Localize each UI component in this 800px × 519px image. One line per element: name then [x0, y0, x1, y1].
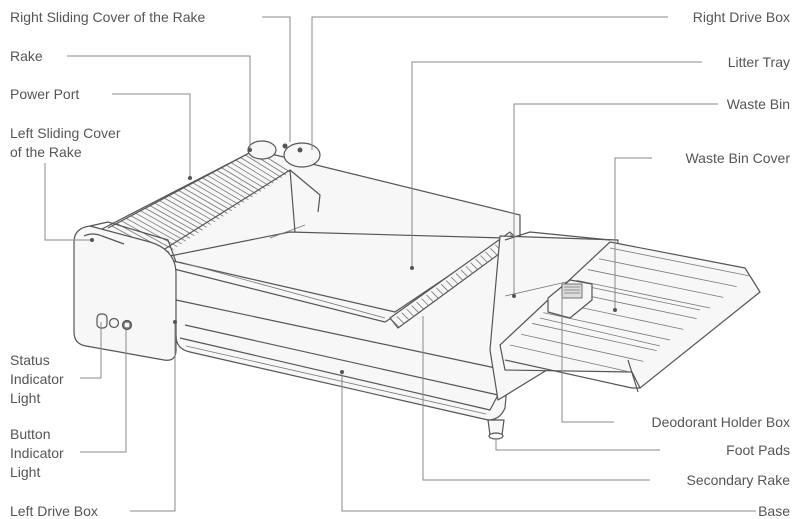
label-button-line2: Indicator	[10, 445, 64, 461]
label-button-line1: Button	[10, 426, 51, 442]
label-secondary-rake: Secondary Rake	[686, 472, 790, 488]
foot-pads	[487, 419, 505, 440]
deodorant-holder-box	[547, 279, 593, 319]
label-litter-tray: Litter Tray	[727, 54, 790, 70]
label-status-indicator-light: Status Indicator Light	[10, 352, 64, 406]
label-button-line3: Light	[10, 464, 41, 480]
label-button-indicator-light: Button Indicator Light	[10, 426, 64, 480]
rake-arms	[107, 149, 321, 253]
left-drive-box	[73, 221, 177, 361]
label-rake: Rake	[10, 48, 43, 64]
label-left-sliding-cover: Left Sliding Cover of the Rake	[10, 125, 121, 160]
label-left-sliding-cover-line1: Left Sliding Cover	[10, 125, 121, 141]
leader-lines	[44, 16, 756, 512]
right-drive-box	[247, 140, 321, 168]
label-status-line2: Indicator	[10, 371, 64, 387]
label-left-drive-box: Left Drive Box	[10, 503, 98, 519]
label-base: Base	[758, 503, 790, 519]
label-status-line3: Light	[10, 390, 41, 406]
label-left-sliding-cover-line2: of the Rake	[10, 144, 82, 160]
label-power-port: Power Port	[10, 86, 80, 102]
leader-dots	[90, 148, 617, 374]
label-foot-pads: Foot Pads	[726, 442, 790, 458]
label-status-line1: Status	[10, 352, 50, 368]
label-waste-bin-cover: Waste Bin Cover	[685, 150, 790, 166]
label-waste-bin: Waste Bin	[726, 96, 790, 112]
label-deodorant-holder-box: Deodorant Holder Box	[651, 414, 790, 430]
label-right-sliding-cover: Right Sliding Cover of the Rake	[10, 9, 206, 25]
label-right-drive-box: Right Drive Box	[692, 9, 790, 25]
